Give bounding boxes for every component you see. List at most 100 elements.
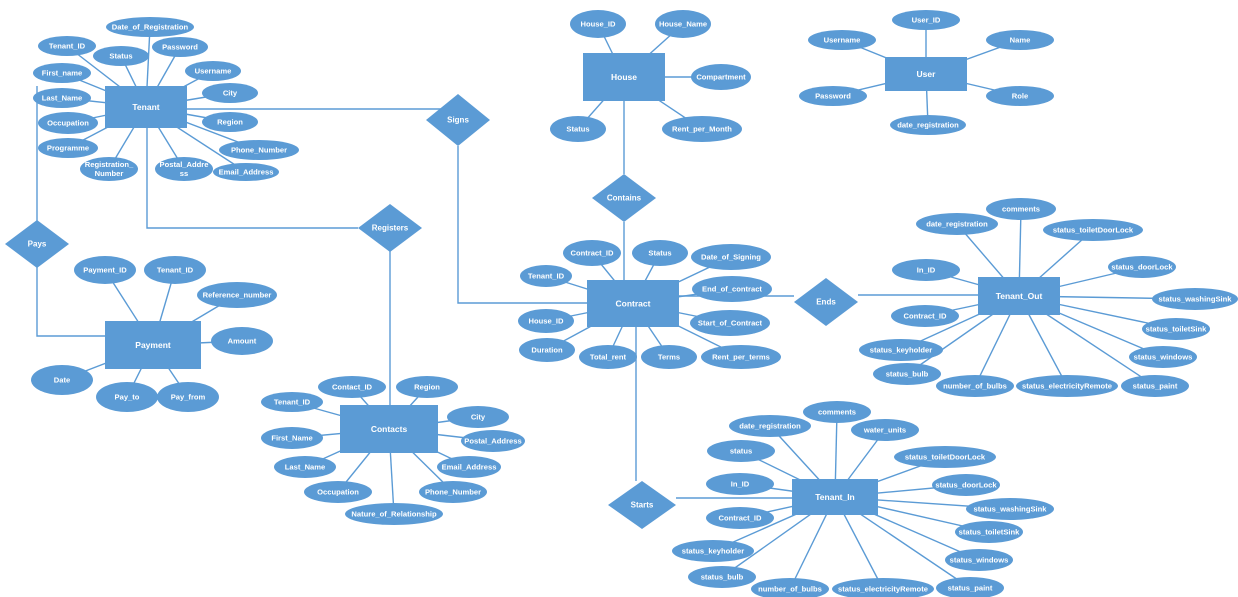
attribute-k-contract-id[interactable]: Contract_ID [563, 240, 621, 266]
entity-contract[interactable]: Contract [587, 280, 679, 327]
attribute-p-payment-id[interactable]: Payment_ID [74, 256, 136, 284]
attribute-t-region[interactable]: Region [202, 112, 258, 132]
attribute-o-bulb[interactable]: status_bulb [873, 363, 941, 385]
attribute-c-nature[interactable]: Nature_of_Relationship [345, 503, 443, 525]
attribute-c-tenant-id[interactable]: Tenant_ID [261, 392, 323, 412]
attribute-i-comments[interactable]: comments [803, 401, 871, 423]
attribute-i-status[interactable]: status [707, 440, 775, 462]
attribute-t-regnum[interactable]: Registration_Number [80, 157, 138, 181]
attribute-u-role[interactable]: Role [986, 86, 1054, 106]
attribute-i-toilet-door[interactable]: status_toiletDoorLock [894, 446, 996, 468]
attribute-k-start[interactable]: Start_of_Contract [690, 310, 770, 336]
attribute-k-status[interactable]: Status [632, 240, 688, 266]
entity-tenant-in[interactable]: Tenant_In [792, 479, 878, 515]
attribute-c-city[interactable]: City [447, 406, 509, 428]
attribute-i-in-id[interactable]: In_ID [706, 473, 774, 495]
attribute-h-house-name[interactable]: House_Name [655, 10, 711, 38]
attribute-p-reference[interactable]: Reference_number [197, 282, 277, 308]
attribute-i-remote[interactable]: status_electricityRemote [832, 578, 934, 597]
attribute-t-date-reg[interactable]: Date_of_Registration [106, 17, 194, 37]
attribute-u-date-reg[interactable]: date_registration [890, 115, 966, 135]
attribute-t-last-name[interactable]: Last_Name [33, 88, 91, 108]
attribute-u-user-id[interactable]: User_ID [892, 10, 960, 30]
attribute-k-end[interactable]: End_of_contract [692, 276, 772, 302]
attribute-i-keyholder[interactable]: status_keyholder [672, 540, 754, 562]
attribute-i-contract-id[interactable]: Contract_ID [706, 507, 774, 529]
attribute-i-windows[interactable]: status_windows [945, 549, 1013, 571]
attribute-p-amount[interactable]: Amount [211, 327, 273, 355]
attribute-u-username[interactable]: Username [808, 30, 876, 50]
attribute-o-washing[interactable]: status_washingSink [1152, 288, 1238, 310]
attribute-h-rent-month[interactable]: Rent_per_Month [662, 116, 742, 142]
attribute-p-pay-to[interactable]: Pay_to [96, 382, 158, 412]
attribute-u-password[interactable]: Password [799, 86, 867, 106]
attribute-h-house-id[interactable]: House_ID [570, 10, 626, 38]
attribute-c-last-name[interactable]: Last_Name [274, 456, 336, 478]
entity-payment[interactable]: Payment [105, 321, 201, 369]
relationship-contains[interactable]: Contains [592, 174, 656, 222]
attribute-t-username[interactable]: Username [185, 61, 241, 81]
attribute-c-first-name[interactable]: First_Name [261, 427, 323, 449]
attribute-o-paint[interactable]: status_paint [1121, 375, 1189, 397]
attribute-p-tenant-id[interactable]: Tenant_ID [144, 256, 206, 284]
attribute-i-door-lock[interactable]: status_doorLock [932, 474, 1000, 496]
attribute-c-occupation[interactable]: Occupation [304, 481, 372, 503]
attribute-i-date-reg[interactable]: date_registration [729, 415, 811, 437]
attribute-k-rent-terms[interactable]: Rent_per_terms [701, 345, 781, 369]
attribute-t-occupation[interactable]: Occupation [38, 112, 98, 134]
attribute-k-total-rent[interactable]: Total_rent [579, 345, 637, 369]
attribute-k-house-id[interactable]: House_ID [518, 309, 574, 333]
attribute-c-region[interactable]: Region [396, 376, 458, 398]
relationship-ends[interactable]: Ends [794, 278, 858, 326]
label-text: status_paint [948, 584, 993, 593]
attribute-t-email[interactable]: Email_Address [213, 163, 279, 181]
attribute-i-water[interactable]: water_units [851, 419, 919, 441]
attribute-k-terms[interactable]: Terms [641, 345, 697, 369]
attribute-t-postal[interactable]: Postal_Address [155, 157, 213, 181]
attribute-u-name[interactable]: Name [986, 30, 1054, 50]
attribute-o-toilet-sink[interactable]: status_toiletSink [1142, 318, 1210, 340]
attribute-o-remote[interactable]: status_electricityRemote [1016, 375, 1118, 397]
attribute-o-door-lock[interactable]: status_doorLock [1108, 256, 1176, 278]
attribute-t-status[interactable]: Status [93, 46, 149, 66]
attribute-k-date-signing[interactable]: Date_of_Signing [691, 244, 771, 270]
relationship-starts[interactable]: Starts [608, 481, 676, 529]
relationship-signs[interactable]: Signs [426, 94, 490, 146]
attribute-p-pay-from[interactable]: Pay_from [157, 382, 219, 412]
attribute-t-programme[interactable]: Programme [38, 138, 98, 158]
attribute-t-tenant-id[interactable]: Tenant_ID [38, 36, 96, 56]
attribute-i-bulb[interactable]: status_bulb [688, 566, 756, 588]
attribute-c-postal[interactable]: Postal_Address [461, 430, 525, 452]
entity-contacts[interactable]: Contacts [340, 405, 438, 453]
relationship-registers[interactable]: Registers [358, 204, 422, 252]
attribute-o-keyholder[interactable]: status_keyholder [859, 339, 943, 361]
entity-user[interactable]: User [885, 57, 967, 91]
attribute-t-city[interactable]: City [202, 83, 258, 103]
attribute-t-phone[interactable]: Phone_Number [219, 140, 299, 160]
attribute-c-phone[interactable]: Phone_Number [419, 481, 487, 503]
attribute-o-comments[interactable]: comments [986, 198, 1056, 220]
attribute-o-toilet-door[interactable]: status_toiletDoorLock [1043, 219, 1143, 241]
entity-house[interactable]: House [583, 53, 665, 101]
entity-tenant-out[interactable]: Tenant_Out [978, 277, 1060, 315]
attribute-o-windows[interactable]: status_windows [1129, 346, 1197, 368]
attribute-i-paint[interactable]: status_paint [936, 577, 1004, 597]
attribute-c-email[interactable]: Email_Address [437, 456, 501, 478]
attribute-t-password[interactable]: Password [152, 37, 208, 57]
attribute-o-in-id[interactable]: In_ID [892, 259, 960, 281]
attribute-t-first-name[interactable]: First_name [33, 63, 91, 83]
attribute-o-contract-id[interactable]: Contract_ID [891, 305, 959, 327]
attribute-p-date[interactable]: Date [31, 365, 93, 395]
attribute-k-tenant-id[interactable]: Tenant_ID [520, 265, 572, 287]
attribute-i-num-bulbs[interactable]: number_of_bulbs [751, 578, 829, 597]
attribute-c-contact-id[interactable]: Contact_ID [318, 376, 386, 398]
attribute-k-duration[interactable]: Duration [519, 338, 575, 362]
attribute-o-date-reg[interactable]: date_registration [916, 213, 998, 235]
attribute-i-washing[interactable]: status_washingSink [966, 498, 1054, 520]
attribute-i-toilet-sink[interactable]: status_toiletSink [955, 521, 1023, 543]
relationship-pays[interactable]: Pays [5, 220, 69, 268]
attribute-h-status[interactable]: Status [550, 116, 606, 142]
attribute-h-compartment[interactable]: Compartment [691, 64, 751, 90]
entity-tenant[interactable]: Tenant [105, 86, 187, 128]
attribute-o-num-bulbs[interactable]: number_of_bulbs [936, 375, 1014, 397]
